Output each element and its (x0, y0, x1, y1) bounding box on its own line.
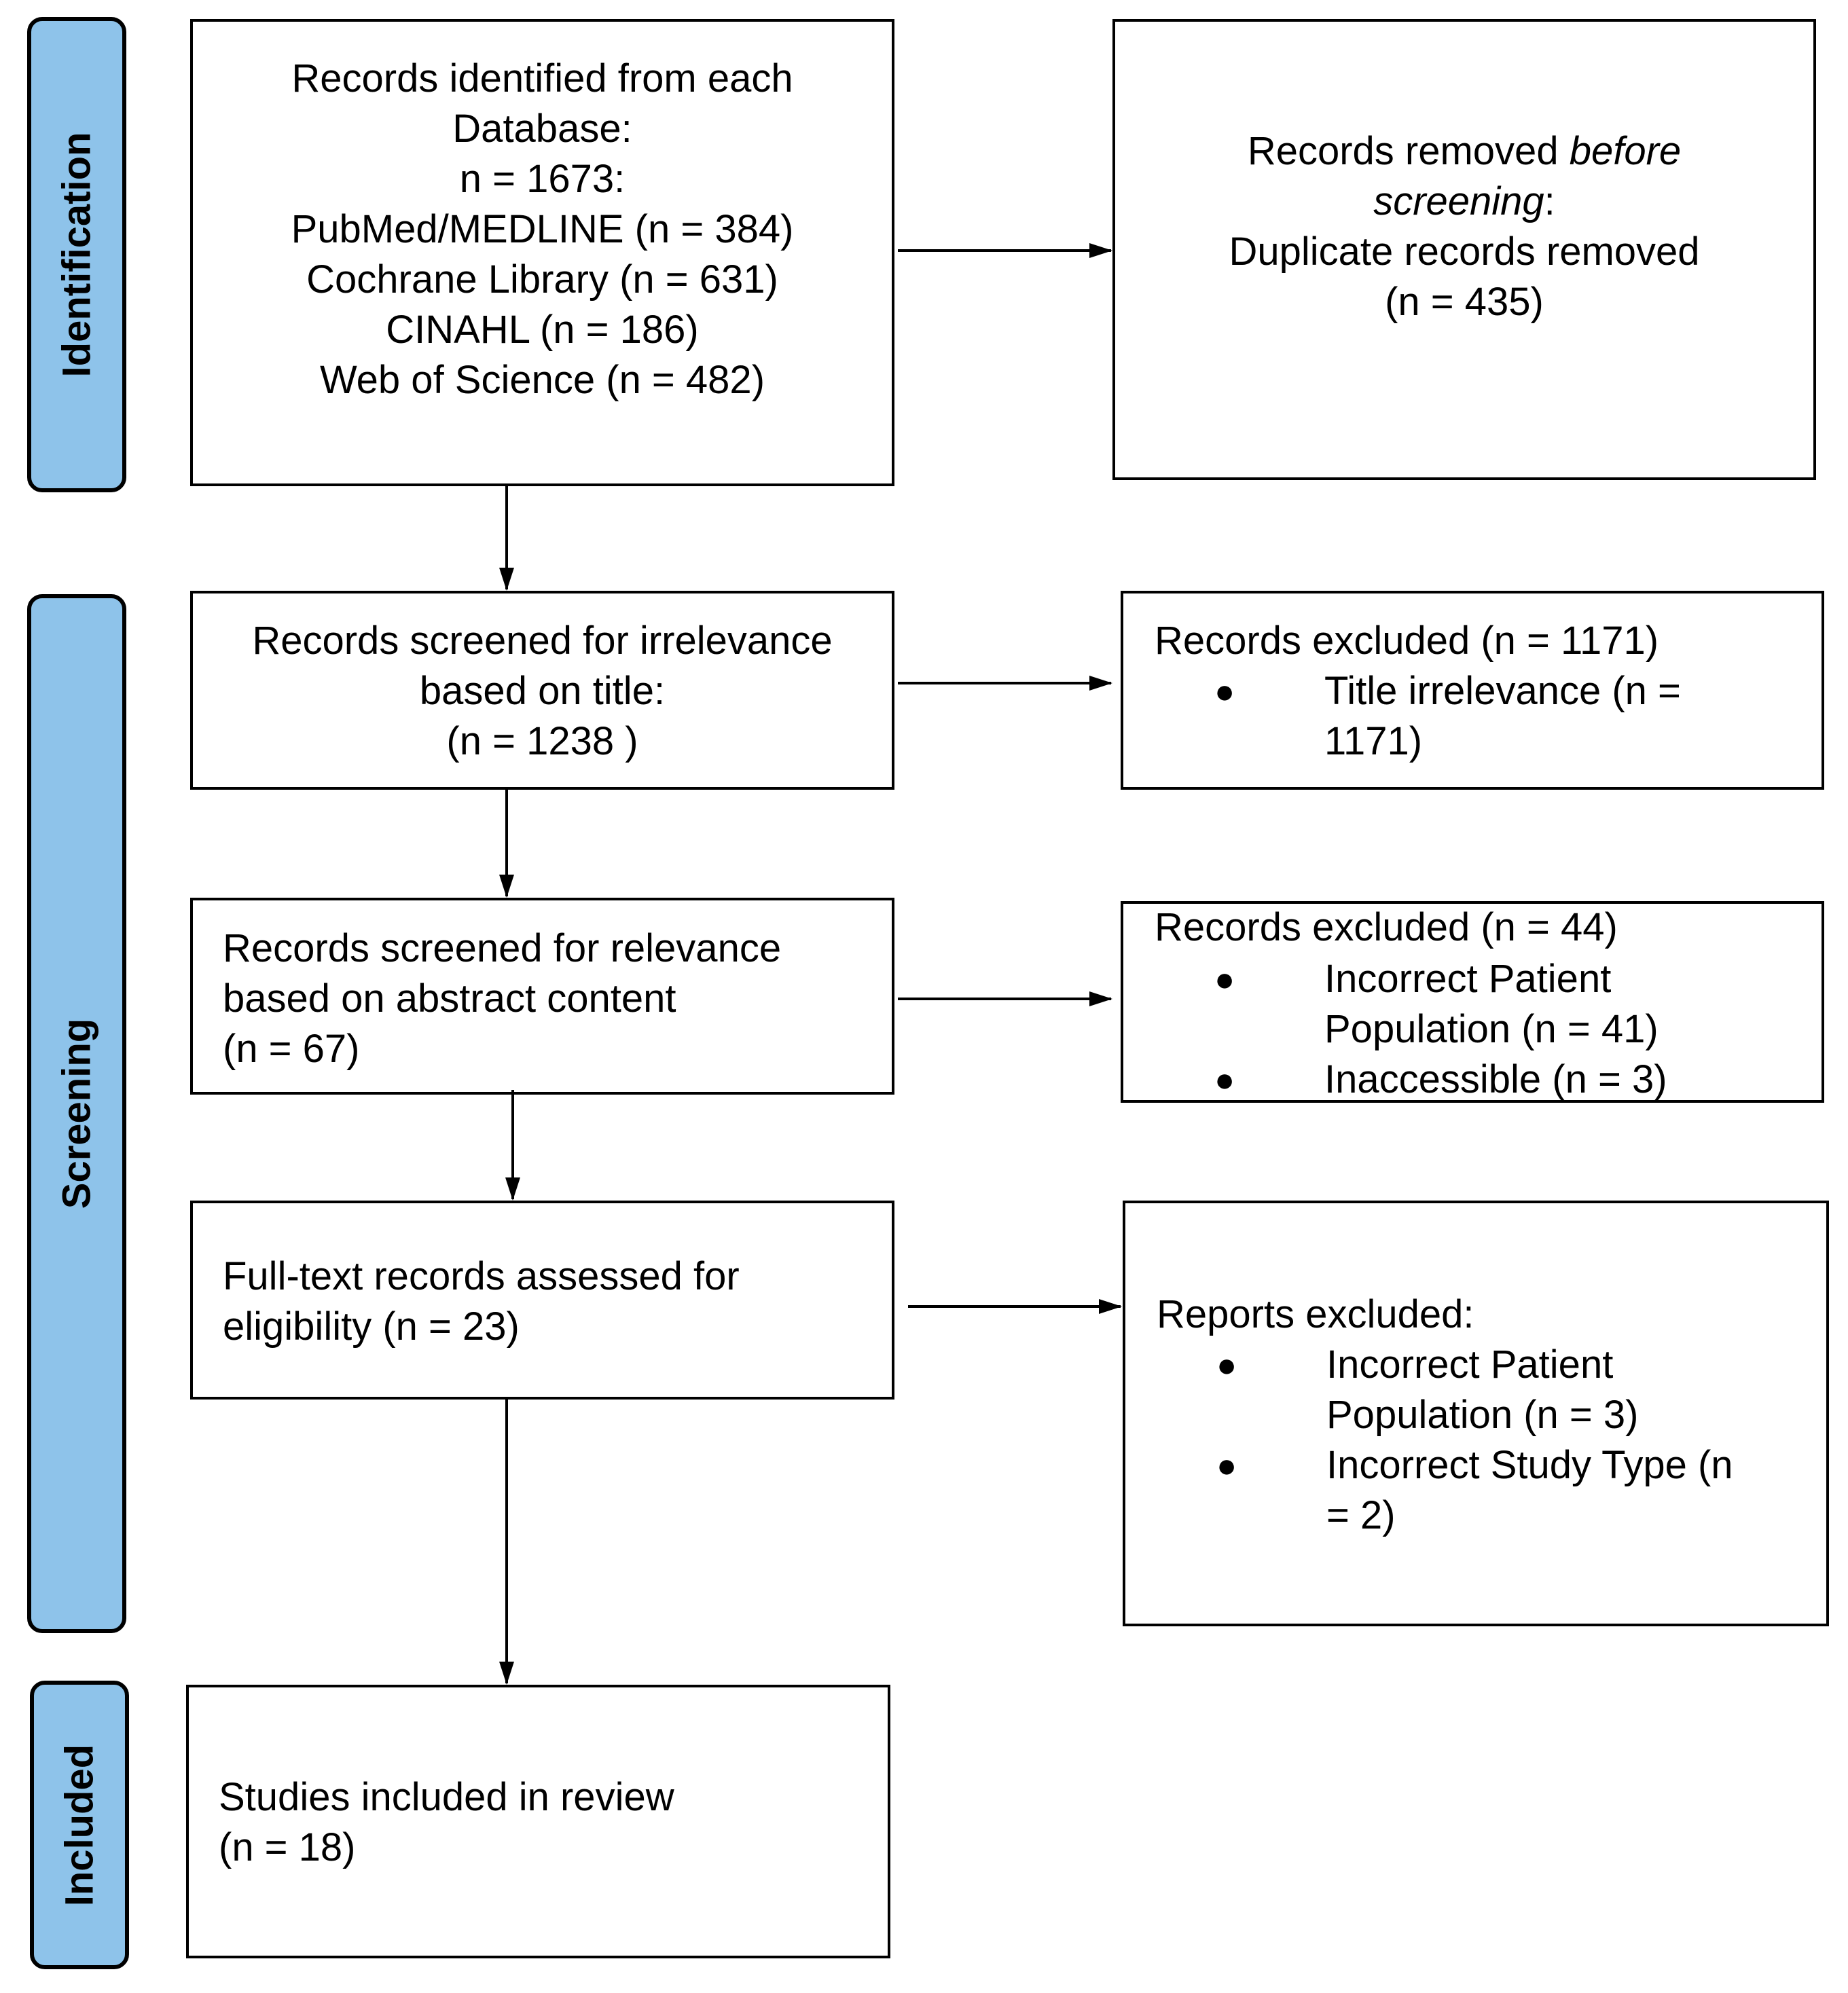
studies-included-box (186, 1685, 890, 1958)
records-removed-prefix: Records removed (1247, 129, 1570, 173)
records-excluded-abstract-box (1121, 901, 1824, 1103)
records-excluded-title-heading: Records excluded (n = 1171) (1155, 619, 1659, 663)
records-excluded-title-item-1-line-1: Title irrelevance (n = (1324, 669, 1681, 713)
full-text-assessed-line-2: eligibility (n = 23) (223, 1304, 520, 1349)
records-excluded-abstract-heading: Records excluded (n = 44) (1155, 905, 1618, 949)
records-identified-line-6: CINAHL (n = 186) (386, 308, 699, 352)
bullet-icon: ● (1214, 672, 1235, 710)
records-removed-screening: screening (1373, 179, 1544, 223)
records-screened-abstract-line-2: based on abstract content (223, 976, 676, 1021)
records-excluded-title-item-1-line-2: 1171) (1324, 719, 1423, 763)
reports-excluded-item-2-line-2: = 2) (1326, 1493, 1396, 1537)
full-text-assessed-line-1: Full-text records assessed for (223, 1254, 740, 1298)
phase-screening: Screening (27, 594, 126, 1633)
records-identified-line-1: Records identified from each (291, 56, 793, 100)
phase-identification: Identification (27, 17, 126, 492)
records-screened-abstract-line-1: Records screened for relevance (223, 926, 782, 970)
full-text-assessed-box (190, 1201, 894, 1400)
bullet-icon: ● (1214, 1061, 1235, 1099)
records-identified-line-3: n = 1673: (459, 157, 626, 201)
bullet-icon: ● (1216, 1446, 1237, 1484)
records-screened-title-line-1: Records screened for irrelevance (252, 619, 833, 663)
records-screened-abstract-line-3: (n = 67) (223, 1027, 360, 1071)
records-removed-line-2: screening: (1112, 177, 1816, 227)
records-identified-line-7: Web of Science (n = 482) (319, 358, 765, 402)
records-removed-line-4: (n = 435) (1385, 280, 1544, 324)
records-removed-colon: : (1544, 179, 1555, 223)
records-excluded-abstract-item-2-line-1: Inaccessible (n = 3) (1324, 1057, 1667, 1101)
records-identified-line-2: Database: (452, 107, 632, 151)
records-removed-box (1112, 19, 1816, 480)
records-screened-title-box (190, 591, 894, 790)
reports-excluded-item-2-line-1: Incorrect Study Type (n (1326, 1443, 1733, 1487)
reports-excluded-item-1-line-1: Incorrect Patient (1326, 1342, 1614, 1387)
bullet-icon: ● (1214, 960, 1235, 998)
studies-included-line-2: (n = 18) (219, 1825, 356, 1869)
phase-included: Included (30, 1681, 129, 1969)
reports-excluded-heading: Reports excluded: (1157, 1292, 1474, 1336)
bullet-icon: ● (1216, 1346, 1237, 1384)
records-screened-title-line-3: (n = 1238 ) (446, 719, 638, 763)
records-removed-line-3: Duplicate records removed (1229, 230, 1700, 274)
records-screened-title-line-2: based on title: (419, 669, 666, 713)
reports-excluded-item-1-line-2: Population (n = 3) (1326, 1393, 1639, 1437)
reports-excluded-box (1123, 1201, 1829, 1626)
records-removed-before: before (1569, 129, 1682, 173)
records-identified-line-4: PubMed/MEDLINE (n = 384) (291, 207, 794, 251)
records-excluded-abstract-item-1-line-2: Population (n = 41) (1324, 1007, 1659, 1051)
records-screened-abstract-box (190, 898, 894, 1095)
records-identified-box (190, 19, 894, 486)
records-identified-line-5: Cochrane Library (n = 631) (306, 257, 778, 301)
records-excluded-title-box (1121, 591, 1824, 790)
records-removed-line-1: Records removed before (1112, 126, 1816, 177)
records-excluded-abstract-item-1-line-1: Incorrect Patient (1324, 957, 1612, 1001)
studies-included-line-1: Studies included in review (219, 1775, 674, 1819)
